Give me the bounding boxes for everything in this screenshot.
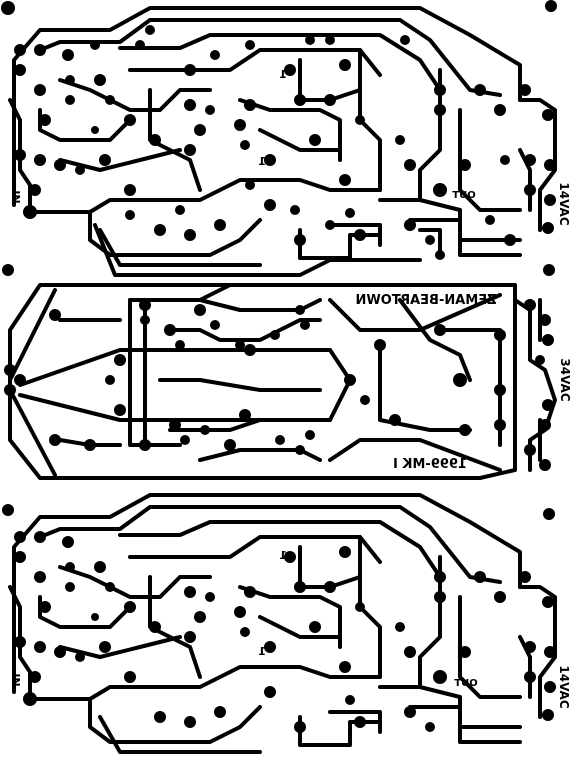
bottom-marker-1: 1	[279, 549, 287, 562]
mounting-holes	[1, 0, 557, 520]
top-labels: 1 1 OUT IN 14VAC	[9, 68, 571, 226]
bottom-out-label: OUT	[454, 678, 478, 689]
top-in-label: IN	[9, 190, 22, 203]
top-marker-1: 1	[279, 68, 287, 81]
top-supply-label: 14VAC	[557, 182, 571, 225]
bottom-amplifier-pads	[14, 531, 556, 733]
bottom-supply-label: 14VAC	[557, 665, 571, 708]
top-amplifier-pads	[14, 25, 556, 260]
middle-supply-label: 34VAC	[558, 358, 572, 401]
board-title: ZEMAN-BEARTOWN	[356, 293, 497, 308]
board-version: 1999-MK I	[393, 457, 467, 472]
middle-labels: ZEMAN-BEARTOWN 1999-MK I 34VAC	[356, 293, 573, 472]
top-out-label: OUT	[452, 190, 476, 201]
top-marker-2: 1	[258, 155, 266, 168]
bottom-labels: 1 1 OUT IN 14VAC	[9, 549, 571, 709]
bottom-in-label: IN	[9, 673, 22, 686]
bottom-marker-2: 1	[258, 645, 266, 658]
middle-supply-pads	[4, 299, 554, 471]
